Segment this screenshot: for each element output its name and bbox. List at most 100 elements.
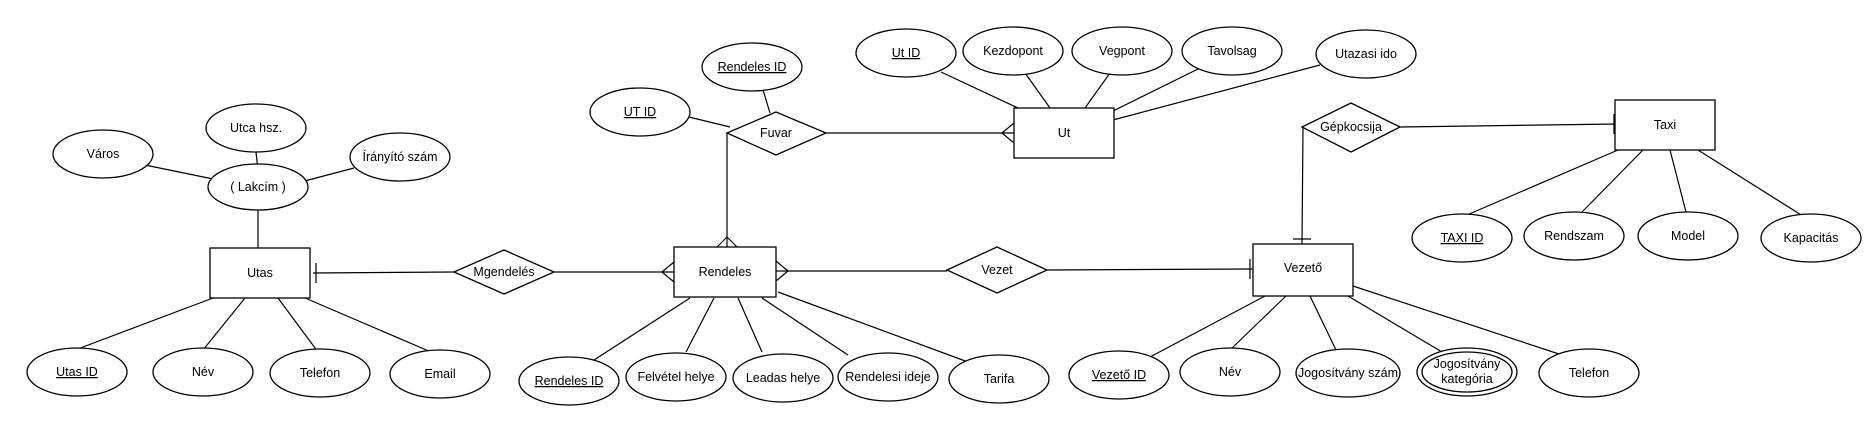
attribute-vegpont[interactable]: Vegpont bbox=[1071, 26, 1173, 76]
attribute-vegpont-label: Vegpont bbox=[1099, 44, 1145, 58]
entity-rendeles[interactable]: Rendeles bbox=[673, 246, 777, 298]
attribute-jogositvany-szam[interactable]: Jogosítvány szám bbox=[1295, 348, 1401, 398]
relationship-vezet-label: Vezet bbox=[981, 263, 1013, 277]
entity-utas[interactable]: Utas bbox=[209, 247, 311, 299]
attribute-kapacitas-label: Kapacitás bbox=[1784, 231, 1839, 245]
attribute-utas-nev-label: Név bbox=[192, 365, 215, 379]
line-taxi-id bbox=[1459, 149, 1619, 219]
attribute-utas-id-label: Utas ID bbox=[56, 365, 98, 379]
attribute-utazasi-ido[interactable]: Utazasi ido bbox=[1315, 29, 1417, 79]
line-vezet-vezeto bbox=[1046, 268, 1254, 271]
attribute-utas-email[interactable]: Email bbox=[389, 349, 491, 399]
attribute-vezeto-id[interactable]: Vezető ID bbox=[1068, 350, 1170, 400]
attribute-utca-hsz-label: Utca hsz. bbox=[230, 121, 282, 135]
attribute-kezdopont[interactable]: Kezdopont bbox=[962, 26, 1064, 76]
attribute-vezeto-nev-label: Név bbox=[1219, 365, 1242, 379]
attribute-utca-hsz[interactable]: Utca hsz. bbox=[205, 103, 307, 153]
attribute-utas-nev[interactable]: Név bbox=[152, 347, 254, 397]
attribute-ut-id[interactable]: Ut ID bbox=[855, 28, 957, 78]
cardinality-rendeles-many-left bbox=[661, 261, 675, 283]
cardinality-rendeles-many-right bbox=[775, 260, 789, 282]
line-ut-utazasi bbox=[1112, 64, 1321, 121]
entity-rendeles-label: Rendeles bbox=[699, 265, 752, 279]
attribute-felvetel-helye[interactable]: Felvétel helye bbox=[625, 352, 727, 402]
attribute-vezeto-telefon-label: Telefon bbox=[1569, 366, 1609, 380]
relationship-megrendeles[interactable]: Mgendelés bbox=[452, 249, 556, 295]
entity-vezeto-label: Vezető bbox=[1284, 261, 1322, 275]
line-vezeto-jogszam bbox=[1309, 295, 1337, 351]
attribute-utas-id[interactable]: Utas ID bbox=[26, 347, 128, 397]
attribute-utas-email-label: Email bbox=[424, 367, 455, 381]
line-utas-utasid bbox=[74, 297, 214, 351]
attribute-model-label: Model bbox=[1671, 229, 1705, 243]
relationship-fuvar-label: Fuvar bbox=[760, 126, 792, 140]
attribute-vezeto-id-label: Vezető ID bbox=[1092, 368, 1146, 382]
attribute-iranyito-szam[interactable]: Írányító szám bbox=[349, 132, 451, 182]
attribute-leadas-helye-label: Leadas helye bbox=[746, 371, 820, 385]
attribute-tavolsag-label: Tavolsag bbox=[1207, 44, 1256, 58]
attribute-vezeto-nev[interactable]: Név bbox=[1179, 347, 1281, 397]
line-taxi-kapacitas bbox=[1697, 149, 1807, 219]
line-vezeto-jogkat bbox=[1337, 289, 1443, 353]
relationship-vezet[interactable]: Vezet bbox=[945, 246, 1049, 294]
connector-lines bbox=[74, 64, 1807, 363]
attribute-taxi-id-label: TAXI ID bbox=[1441, 231, 1484, 245]
attribute-lakcim-label: ( Lakcím ) bbox=[230, 180, 286, 194]
relationship-fuvar[interactable]: Fuvar bbox=[725, 111, 828, 156]
attribute-rendszam-label: Rendszam bbox=[1544, 229, 1604, 243]
line-lakcim-varos bbox=[144, 164, 219, 181]
attribute-lakcim[interactable]: ( Lakcím ) bbox=[207, 163, 309, 211]
attribute-kezdopont-label: Kezdopont bbox=[983, 44, 1043, 58]
attribute-ut-id-label: Ut ID bbox=[892, 46, 920, 60]
relationship-megrendeles-label: Mgendelés bbox=[473, 265, 534, 279]
line-rendeles-leadas bbox=[737, 297, 763, 353]
relationship-gepkocsija-label: Gépkocsija bbox=[1320, 120, 1382, 134]
attribute-fuvar-ut-id[interactable]: UT ID bbox=[589, 87, 691, 137]
attribute-rendelesi-ideje[interactable]: Rendelesi ideje bbox=[837, 352, 939, 402]
line-vezeto-nev bbox=[1229, 295, 1287, 351]
cardinality-ut-many bbox=[1001, 122, 1015, 144]
attribute-iranyito-szam-label: Írányító szám bbox=[362, 149, 437, 164]
attribute-jogositvany-kategoria-label-2: kategória bbox=[1441, 372, 1492, 386]
attribute-utas-telefon-label: Telefon bbox=[300, 366, 340, 380]
line-taxi-rendszam bbox=[1581, 149, 1644, 213]
attribute-varos-label: Város bbox=[87, 147, 120, 161]
attribute-tavolsag[interactable]: Tavolsag bbox=[1181, 26, 1283, 76]
line-fuvar-utid bbox=[688, 116, 731, 128]
line-vezeto-gepkocsija bbox=[1301, 126, 1304, 245]
line-taxi-model bbox=[1669, 149, 1687, 213]
entity-ut-label: Ut bbox=[1058, 126, 1071, 140]
attribute-vezeto-telefon[interactable]: Telefon bbox=[1538, 348, 1640, 398]
attribute-varos[interactable]: Város bbox=[52, 129, 154, 179]
line-vezeto-id bbox=[1149, 295, 1266, 358]
attribute-jogositvany-kategoria[interactable]: Jogosítvány kategória bbox=[1416, 347, 1518, 397]
entity-taxi-label: Taxi bbox=[1654, 118, 1676, 132]
entity-ut[interactable]: Ut bbox=[1013, 107, 1115, 159]
line-vezeto-telefon bbox=[1352, 285, 1569, 358]
line-ut-kezdopont bbox=[1024, 72, 1051, 109]
attribute-leadas-helye[interactable]: Leadas helye bbox=[732, 353, 834, 403]
relationship-gepkocsija[interactable]: Gépkocsija bbox=[1300, 102, 1402, 153]
entity-taxi[interactable]: Taxi bbox=[1614, 99, 1716, 151]
line-rendeles-ideje bbox=[761, 297, 849, 356]
line-ut-utid bbox=[940, 71, 1019, 109]
attribute-rendszam[interactable]: Rendszam bbox=[1523, 211, 1625, 261]
line-utas-telefon bbox=[277, 297, 319, 353]
attribute-tarifa-label: Tarifa bbox=[984, 372, 1015, 386]
entity-utas-label: Utas bbox=[247, 266, 273, 280]
attribute-utas-telefon[interactable]: Telefon bbox=[269, 348, 371, 398]
attribute-rendeles-id[interactable]: Rendeles ID bbox=[518, 356, 620, 406]
attribute-fuvar-rendeles-id[interactable]: Rendeles ID bbox=[701, 42, 803, 92]
attribute-tarifa[interactable]: Tarifa bbox=[948, 354, 1050, 404]
attribute-jogositvany-szam-label: Jogosítvány szám bbox=[1298, 366, 1398, 380]
entity-vezeto[interactable]: Vezető bbox=[1252, 243, 1354, 297]
line-fuvar-rendelesid bbox=[762, 89, 771, 114]
attribute-felvetel-helye-label: Felvétel helye bbox=[637, 370, 714, 384]
attribute-rendeles-id-label: Rendeles ID bbox=[535, 374, 604, 388]
cardinality-rendeles-many-top bbox=[716, 236, 738, 248]
attribute-kapacitas[interactable]: Kapacitás bbox=[1760, 213, 1862, 263]
attribute-model[interactable]: Model bbox=[1637, 211, 1739, 261]
attribute-rendelesi-ideje-label: Rendelesi ideje bbox=[845, 370, 931, 384]
attribute-taxi-id[interactable]: TAXI ID bbox=[1411, 213, 1513, 263]
